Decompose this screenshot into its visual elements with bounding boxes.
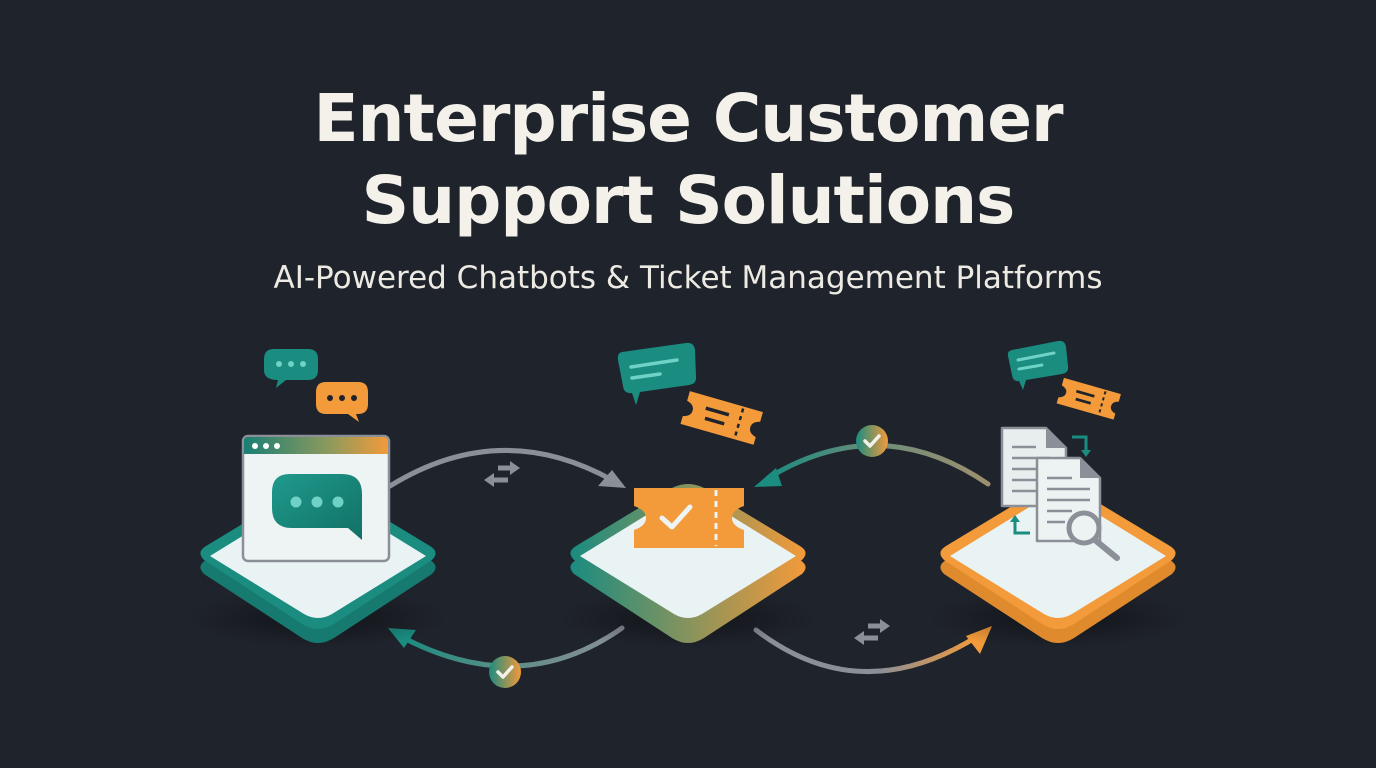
chat-bubble-lines-teal-icon: [1007, 340, 1069, 390]
chat-bubble-lines-teal-icon: [617, 342, 697, 405]
check-badge-icon: [489, 656, 521, 688]
swap-arrows-icon: [854, 619, 890, 645]
ticket-check-icon: [634, 488, 744, 548]
ticket-orange-icon: [1056, 377, 1121, 420]
title-line-2: Support Solutions: [361, 162, 1016, 239]
chat-bubble-dots-teal-icon: [264, 349, 318, 388]
ticketing-platform: [558, 484, 818, 648]
check-badge-icon: [856, 425, 888, 457]
connector-chatbot-to-ticketing: [387, 448, 626, 489]
subtitle: AI-Powered Chatbots & Ticket Management …: [273, 260, 1103, 296]
chat-bubble-dots-orange-icon: [316, 382, 368, 422]
swap-arrows-icon: [484, 461, 520, 487]
title-line-1: Enterprise Customer: [313, 80, 1063, 157]
documents-search-icon: [1000, 426, 1120, 561]
page-title: Enterprise Customer Support Solutions: [0, 78, 1376, 242]
ticket-orange-icon: [680, 391, 763, 445]
chat-window-icon: [241, 434, 391, 563]
knowledge-base-platform: [928, 484, 1188, 648]
